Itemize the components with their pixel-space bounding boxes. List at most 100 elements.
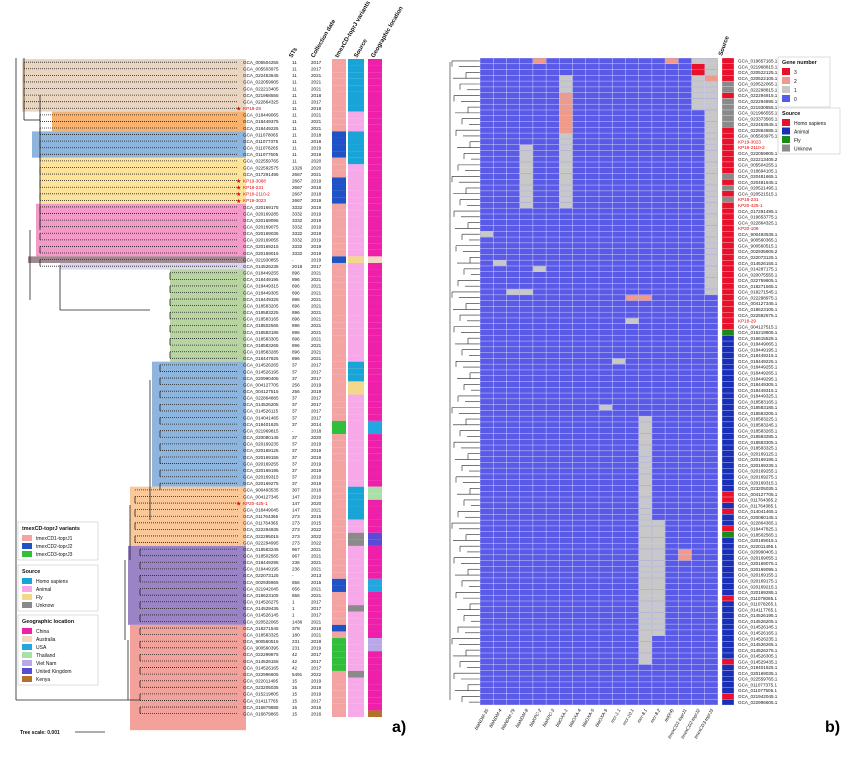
heatmap-cell [704, 150, 718, 157]
leaf-label: GCA_014526115 [243, 409, 279, 414]
source-cell [721, 104, 735, 111]
geo-cell [368, 328, 382, 336]
heatmap-cell [638, 468, 652, 474]
isolate-label: GCA_014526145.1 [738, 625, 778, 630]
legend-label: Fly [36, 595, 43, 601]
heatmap-cell [519, 173, 533, 180]
geo-cell [368, 190, 382, 198]
isolate-label: GCA_016615525.1 [738, 336, 778, 341]
geo-cell [368, 559, 382, 566]
variant-cell [332, 131, 346, 138]
collection-date: 2019 [311, 461, 322, 466]
heatmap-cell [652, 560, 665, 567]
st-value: 15 [292, 705, 298, 710]
collection-date: 2018 [311, 192, 322, 197]
source-cell [721, 156, 735, 163]
source-cell [348, 98, 364, 106]
geo-cell [368, 85, 382, 92]
heatmap-cell [612, 358, 626, 364]
isolate-star-icon: ★ [236, 185, 241, 192]
legend-label: tmexCD2-toprJ2 [36, 544, 73, 550]
st-value: 273 [292, 514, 300, 519]
variant-cell [332, 78, 346, 86]
heatmap-cell [665, 58, 679, 64]
source-cell [348, 631, 364, 639]
heatmap-cell [652, 572, 665, 578]
st-value: 896 [292, 350, 300, 355]
geo-cell [368, 618, 382, 625]
legend-swatch [782, 119, 790, 126]
heatmap-cell [638, 549, 652, 555]
source-cell [721, 265, 735, 272]
leaf-label: GCA_020169285 [243, 211, 279, 216]
source-cell [348, 210, 364, 217]
collection-date: 2017 [311, 99, 322, 104]
leaf-label: GCA_018449225 [243, 126, 279, 131]
leaf-label: GCA_900560515 [243, 639, 279, 644]
geo-cell [368, 98, 382, 106]
isolate-label: GCA_014526305.1 [738, 654, 778, 659]
leaf-label: GCA_018449295 [243, 560, 279, 565]
variant-cell [332, 177, 346, 185]
collection-date: 2017 [311, 652, 322, 657]
isolate-label: KP18-231 [738, 197, 759, 202]
source-cell [721, 190, 735, 197]
geo-cell [368, 664, 382, 671]
collection-date: 2020 [311, 501, 322, 506]
variant-cell [332, 295, 346, 303]
source-cell [348, 539, 364, 546]
heatmap-cell [519, 202, 533, 208]
source-cell [721, 196, 735, 203]
heatmap-cell [559, 179, 573, 185]
source-cell [721, 323, 735, 330]
source-cell [721, 260, 735, 267]
st-value: 967 [292, 547, 300, 552]
heatmap-cell [638, 572, 652, 578]
heatmap-cell [704, 162, 718, 168]
collection-date: 2017 [311, 659, 322, 664]
source-cell [721, 306, 735, 313]
heatmap-cell [638, 474, 652, 480]
heatmap-cell [638, 658, 652, 665]
isolate-label: GCA_014526235.1 [738, 636, 778, 641]
isolate-label: GCA_019401625.1 [738, 665, 778, 670]
heatmap-cell [559, 98, 573, 105]
variant-cell [332, 302, 346, 310]
leaf-label: GCA_014526155 [243, 659, 279, 664]
st-value: 37 [292, 481, 298, 486]
isolate-label: GCA_005503975.1 [738, 134, 778, 139]
source-cell [348, 328, 364, 336]
heatmap-cell [652, 630, 665, 636]
source-cell [348, 526, 364, 533]
st-value: 896 [292, 336, 300, 341]
leaf-label: GCA_018502565 [243, 323, 279, 328]
leaf-label: GCA_014526195 [243, 369, 279, 374]
source-cell [721, 63, 735, 70]
geo-cell [368, 598, 382, 606]
geo-cell [368, 170, 382, 178]
source-cell [348, 223, 364, 231]
isolate-label: GCA_017291495.1 [738, 209, 778, 214]
variant-cell [332, 631, 346, 639]
source-cell [721, 398, 735, 405]
source-cell [348, 137, 364, 145]
geo-cell [368, 526, 382, 533]
isolate-label: GCA_018583205.1 [738, 411, 778, 416]
source-cell [348, 124, 364, 132]
source-cell [721, 80, 735, 88]
geo-cell [368, 552, 382, 560]
gene-label: blaOXA-4 [568, 708, 583, 728]
isolate-label: GCA_023373565.1 [738, 116, 778, 121]
column-header: Collection date [311, 18, 338, 59]
heatmap-cell [559, 150, 573, 157]
geo-cell [368, 243, 382, 250]
source-cell [348, 348, 364, 356]
variant-cell [332, 460, 346, 467]
st-value: 896 [292, 284, 300, 289]
source-cell [721, 312, 735, 319]
legend-label: 2 [794, 79, 797, 85]
collection-date: 2022 [311, 527, 322, 532]
variant-cell [332, 572, 346, 579]
source-cell [721, 277, 735, 284]
variant-cell [332, 118, 346, 125]
